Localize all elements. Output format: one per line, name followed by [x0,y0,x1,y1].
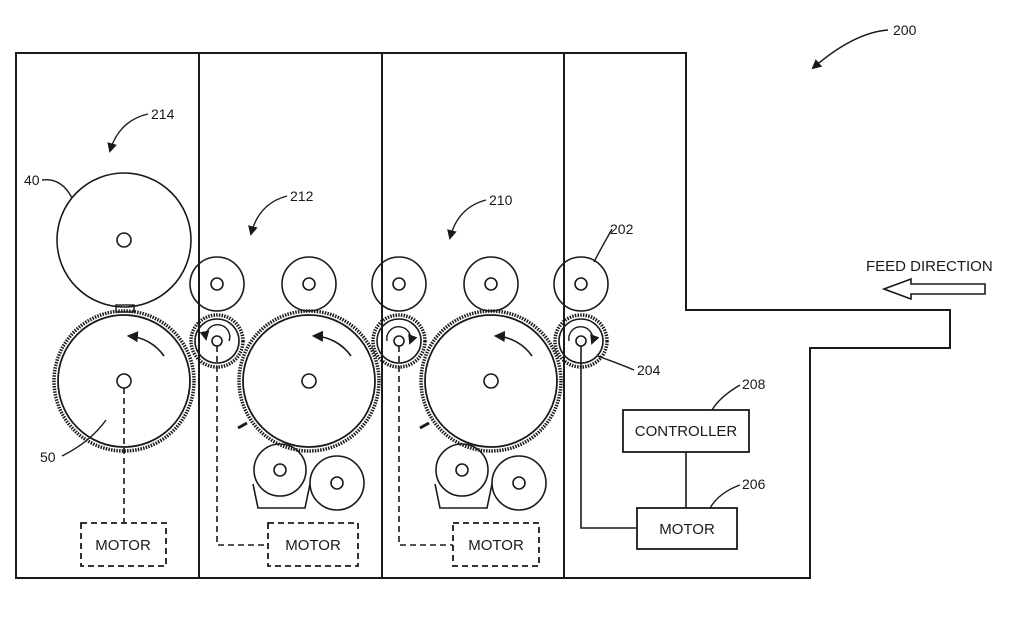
rotation-arrow [386,326,418,345]
ref-arrow-214 [107,113,149,153]
drum [237,309,381,453]
drum-inner [242,314,376,448]
supply-roller [253,443,307,497]
motor-link [398,346,453,546]
drum-inner [424,314,558,448]
ref-label-204: 204 [637,362,661,378]
motor-3-label: MOTOR [468,537,524,554]
supply-axle [512,476,526,490]
rotation-arrow [568,326,600,345]
motor-box-206 [636,507,738,550]
roller-202-axle [574,277,588,291]
supply-axle [273,463,287,477]
drive-gear-inner [376,318,422,364]
roller-40-axle [116,232,132,248]
idler-roller [371,256,427,312]
nip-contact [115,304,135,313]
motor-1-label: MOTOR [95,537,151,554]
ref-label-210: 210 [489,192,513,208]
drive-shaft [580,346,637,529]
motor-box-1 [80,522,167,567]
feed-direction-arrow [881,277,986,301]
motor-206-label: MOTOR [659,521,715,538]
roller-50-inner [57,314,191,448]
idler-roller [463,256,519,312]
idler-roller [281,256,337,312]
toner-hopper [434,483,493,509]
motor-link [216,346,268,546]
supply-axle [455,463,469,477]
leader-202 [593,228,613,263]
roller-40 [56,172,192,308]
leader-206 [709,484,741,509]
gear-204-axle [575,335,587,347]
rotation-arrow [493,330,533,357]
controller-label: CONTROLLER [635,423,738,440]
idler-axle [302,277,316,291]
ref-label-208: 208 [742,376,766,392]
ref-label-40: 40 [24,172,40,188]
leader-208 [711,384,741,411]
ref-arrow-210 [447,199,487,240]
leader-204 [597,355,635,371]
controller-box-208 [622,409,750,453]
rotation-arrow [199,324,231,342]
roller-50-axle [116,373,132,389]
leader-50 [61,419,107,457]
toner-hopper [252,483,311,509]
drive-gear-axle [211,335,223,347]
drum-axle [301,373,317,389]
drum-axle [483,373,499,389]
blade [419,421,430,430]
feed-direction-label: FEED DIRECTION [866,258,993,275]
supply-roller [309,455,365,511]
blade [237,421,248,430]
supply-roller [491,455,547,511]
drive-gear-axle [393,335,405,347]
motor-box-3 [452,522,540,567]
drive-gear-inner [194,318,240,364]
ref-label-200: 200 [893,22,917,38]
ref-label-206: 206 [742,476,766,492]
roller-202 [553,256,609,312]
ref-label-212: 212 [290,188,314,204]
supply-axle [330,476,344,490]
ref-label-202: 202 [610,221,634,237]
motor-box-2 [267,522,359,567]
ref-arrow-212 [248,195,288,236]
ref-arrow-200 [811,29,889,70]
supply-roller [435,443,489,497]
ref-label-214: 214 [151,106,175,122]
ref-label-50: 50 [40,449,56,465]
rotation-arrow [311,330,352,357]
leader-40 [41,179,73,199]
drum [419,309,563,453]
housing-outline [15,52,951,579]
idler-axle [484,277,498,291]
idler-axle [210,277,224,291]
motor-2-label: MOTOR [285,537,341,554]
idler-roller [189,256,245,312]
rotation-arrow [126,331,165,357]
idler-axle [392,277,406,291]
roller-50 [52,309,196,453]
